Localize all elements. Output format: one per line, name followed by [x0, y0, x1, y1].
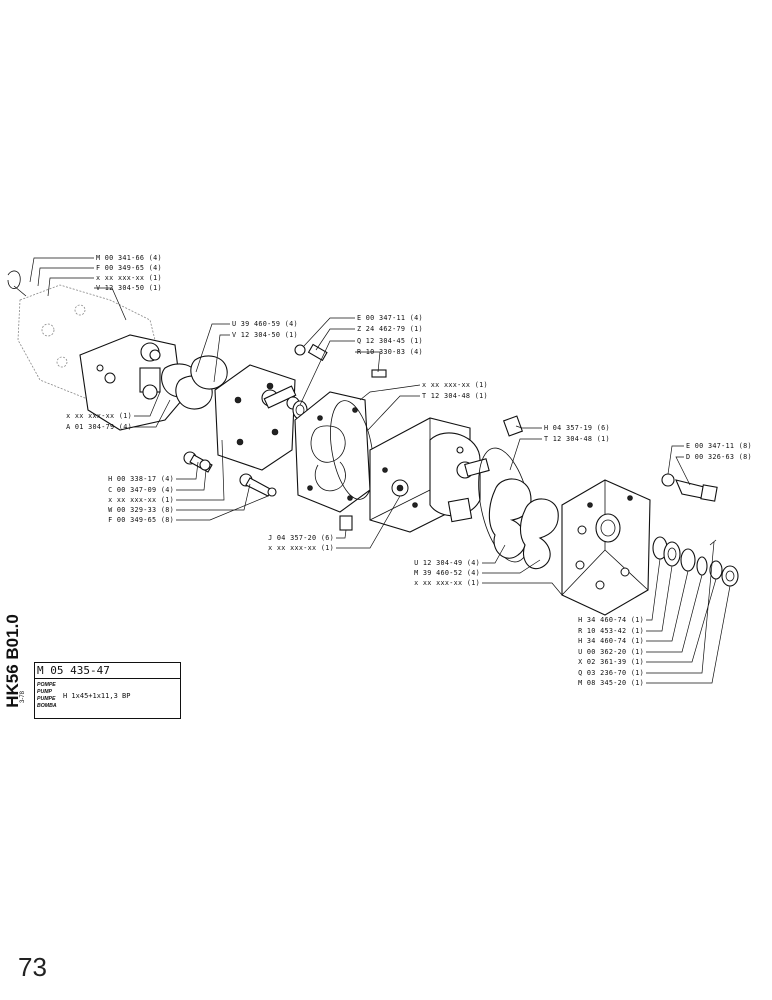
- callout-label: R 10 330-83 (4): [357, 348, 423, 356]
- callout-label: H 34 460-74 (1): [578, 616, 644, 624]
- callout-label: X 02 361-39 (1): [578, 658, 644, 666]
- callout-label: Q 03 236-70 (1): [578, 669, 644, 677]
- callout-label: E 00 347-11 (4): [357, 314, 423, 322]
- callout-label: E 00 347-11 (8): [686, 442, 752, 450]
- rear-shaft-seal-stack: [652, 536, 739, 587]
- callout-label: x xx xxx-xx (1): [108, 496, 174, 504]
- title-name-en: PUMP: [37, 689, 52, 695]
- callout-label: R 10 453-42 (1): [578, 627, 644, 635]
- callout-label: H 34 460-74 (1): [578, 637, 644, 645]
- rear-cover-plate: [561, 479, 651, 616]
- callout-label: H 00 338-17 (4): [108, 475, 174, 483]
- figure-eight-seals-back: [488, 478, 559, 570]
- side-date-text: 3-78: [20, 690, 26, 704]
- callout-label: F 00 349-65 (8): [108, 516, 174, 524]
- title-reference: M 05 435-47: [35, 663, 180, 679]
- front-cover-plate: [214, 364, 300, 471]
- main-pump-body: [369, 417, 490, 533]
- callout-label: M 08 345-20 (1): [578, 679, 644, 687]
- callout-label: Q 12 304-45 (1): [357, 337, 423, 345]
- callout-label: x xx xxx-xx (1): [414, 579, 480, 587]
- callout-label: V 12 304-50 (1): [96, 284, 162, 292]
- title-block: M 05 435-47 POMPE PUMP PUMPE BOMBA H 1x4…: [34, 662, 181, 719]
- title-name-fr: POMPE: [37, 682, 56, 688]
- callout-label: M 00 341-66 (4): [96, 254, 162, 262]
- title-spec: H 1x45+1x11,3 BP: [63, 692, 131, 700]
- callout-label: U 39 460-59 (4): [232, 320, 298, 328]
- callout-label: T 12 304-48 (1): [544, 435, 610, 443]
- callout-labels: M 00 341-66 (4) F 00 349-65 (4) x xx xxx…: [66, 254, 752, 687]
- callout-label: x xx xxx-xx (1): [422, 381, 488, 389]
- leader-lines: [29, 257, 731, 684]
- callout-label: M 39 460-52 (4): [414, 569, 480, 577]
- callout-label: C 00 347-09 (4): [108, 486, 174, 494]
- plug-fittings: [339, 415, 524, 531]
- rear-bolts: [661, 473, 718, 502]
- front-flange-cover: [79, 334, 183, 431]
- title-name-de: PUMPE: [37, 696, 56, 702]
- callout-label: J 04 357-20 (6): [268, 534, 334, 542]
- seal-rings-left: [161, 355, 228, 410]
- callout-label: U 12 304-49 (4): [414, 559, 480, 567]
- callout-label: W 00 329-33 (8): [108, 506, 174, 514]
- callout-label: H 04 357-19 (6): [544, 424, 610, 432]
- page-number: 73: [18, 952, 47, 982]
- stud-bolts: [183, 451, 277, 497]
- title-name-es: BOMBA: [37, 703, 57, 709]
- document-side-date: 3-78: [18, 687, 28, 707]
- callout-label: A 01 304-79 (4): [66, 423, 132, 431]
- callout-label: F 00 349-65 (4): [96, 264, 162, 272]
- callout-label: V 12 304-50 (1): [232, 331, 298, 339]
- callout-label: U 00 362-20 (1): [578, 648, 644, 656]
- callout-label: x xx xxx-xx (1): [268, 544, 334, 552]
- callout-label: T 12 304-48 (1): [422, 392, 488, 400]
- callout-label: x xx xxx-xx (1): [66, 412, 132, 420]
- callout-label: Z 24 462-79 (1): [357, 325, 423, 333]
- title-names: POMPE PUMP PUMPE BOMBA: [37, 682, 67, 710]
- callout-label: x xx xxx-xx (1): [96, 274, 162, 282]
- callout-label: D 00 326-63 (8): [686, 453, 752, 461]
- o-ring: [330, 400, 374, 500]
